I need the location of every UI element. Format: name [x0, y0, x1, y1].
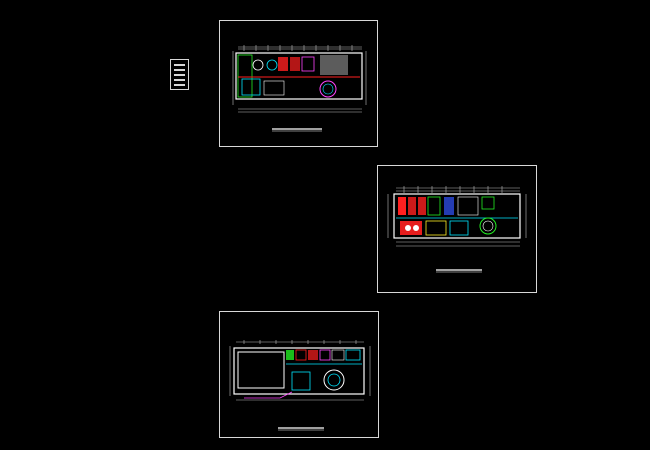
round-stair [319, 80, 337, 98]
room-fill [320, 55, 348, 75]
floor-plan-sheet-3[interactable] [219, 311, 379, 438]
room-fill [418, 197, 426, 215]
room [457, 196, 479, 216]
dimension-ticks [403, 186, 503, 193]
dimension-lines [232, 46, 367, 113]
legend-line [174, 79, 185, 81]
round-table [266, 59, 278, 71]
room-fill [398, 197, 406, 215]
room-fill [278, 57, 288, 71]
floor-plan-sheet-2[interactable] [377, 165, 537, 293]
stair [241, 78, 261, 96]
room [481, 196, 495, 210]
fixture [405, 225, 411, 231]
room [319, 349, 331, 361]
legend-line [174, 64, 185, 66]
round-stair [479, 217, 497, 235]
outer-wall [233, 347, 365, 395]
floor-plan-drawing-1 [232, 45, 367, 132]
room-fill [408, 197, 416, 215]
room [449, 220, 469, 236]
room [425, 220, 447, 236]
outer-wall [235, 52, 363, 100]
dimension-lines [387, 187, 527, 247]
round-table [252, 59, 264, 71]
room-fill [308, 350, 318, 360]
fixture [413, 225, 419, 231]
room-fill [286, 350, 294, 360]
room [345, 349, 361, 361]
legend-line [174, 74, 185, 76]
legend-line [174, 84, 185, 86]
round-stair-inner [322, 83, 334, 95]
floor-plan-drawing-3 [229, 340, 371, 431]
round-stair [323, 369, 345, 391]
room [301, 56, 315, 72]
dimension-lines [229, 341, 371, 401]
room [331, 349, 345, 361]
floor-plan-sheet-1[interactable] [219, 20, 378, 147]
floor-plan-drawing-2 [387, 186, 527, 273]
stair [291, 371, 311, 391]
round-stair-inner [327, 373, 341, 387]
dimension-ticks [243, 45, 353, 51]
round-stair-inner [482, 220, 494, 232]
room [295, 349, 307, 361]
hall [237, 351, 285, 389]
drawing-legend-block[interactable] [170, 59, 189, 90]
room-fill [444, 197, 454, 215]
room [237, 54, 253, 98]
outer-wall [393, 193, 521, 239]
room [263, 80, 285, 96]
room-fill [290, 57, 300, 71]
ramp [244, 391, 293, 399]
dimension-ticks [243, 340, 357, 344]
room [427, 196, 441, 216]
legend-line [174, 69, 185, 71]
